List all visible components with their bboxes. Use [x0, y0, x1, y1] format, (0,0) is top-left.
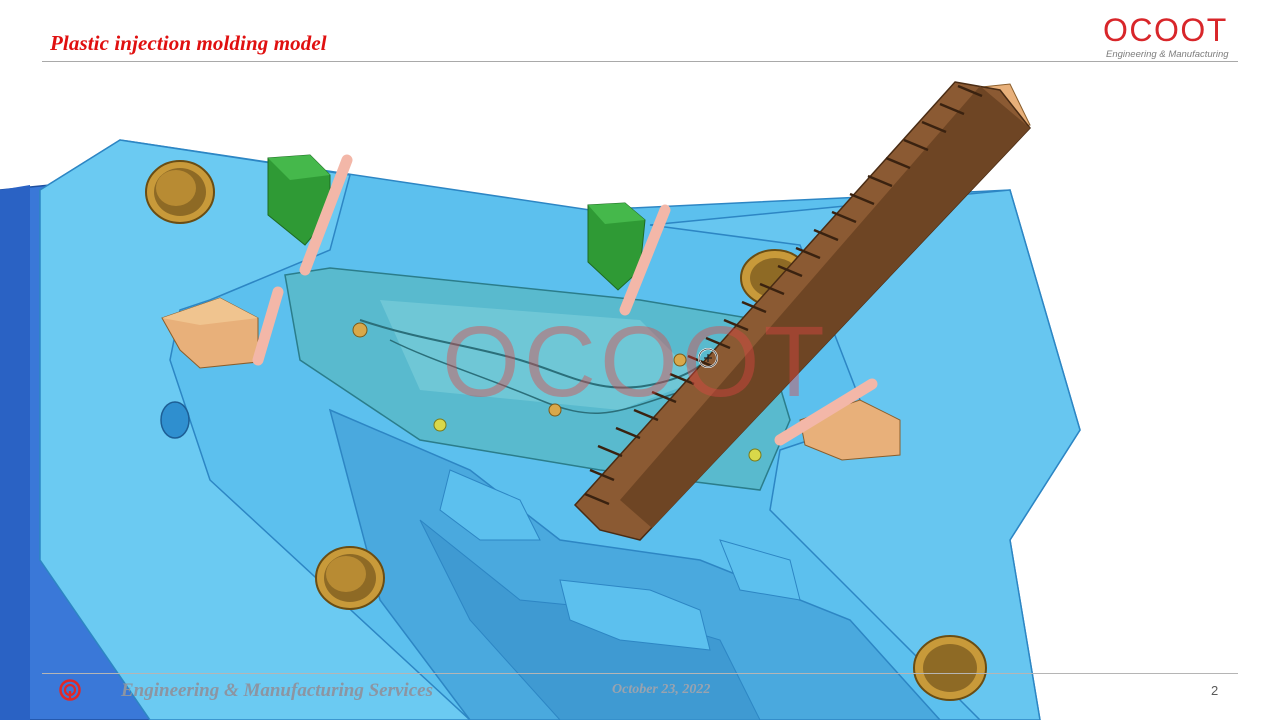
mold-base-edge — [0, 185, 30, 720]
ejector-pin-2 — [619, 204, 671, 316]
footer-divider — [42, 673, 1238, 674]
ocoot-logo-icon — [59, 679, 81, 701]
rotate-cursor-icon — [698, 348, 718, 368]
watermark-text: OCOOT — [442, 306, 829, 418]
page-number: 2 — [1211, 683, 1219, 698]
ejector-pin-3 — [252, 286, 284, 366]
ejector-pin-1 — [299, 154, 353, 276]
footer-services-text: Engineering & Manufacturing Services — [121, 680, 433, 701]
side-hole — [160, 401, 190, 439]
slide-title: Plastic injection molding model — [50, 31, 327, 55]
bushing-bottom-right — [913, 635, 987, 701]
bushing-bottom-left — [315, 546, 385, 610]
header-divider — [42, 61, 1238, 62]
brand-tagline: Engineering & Manufacturing — [1106, 49, 1229, 60]
footer-date: October 23, 2022 — [612, 682, 711, 697]
gear-rack — [573, 81, 1031, 541]
brand-logo-text: OCOOT — [1103, 12, 1228, 48]
ejector-pin-4 — [774, 378, 878, 446]
bushing-top-left — [145, 160, 215, 224]
